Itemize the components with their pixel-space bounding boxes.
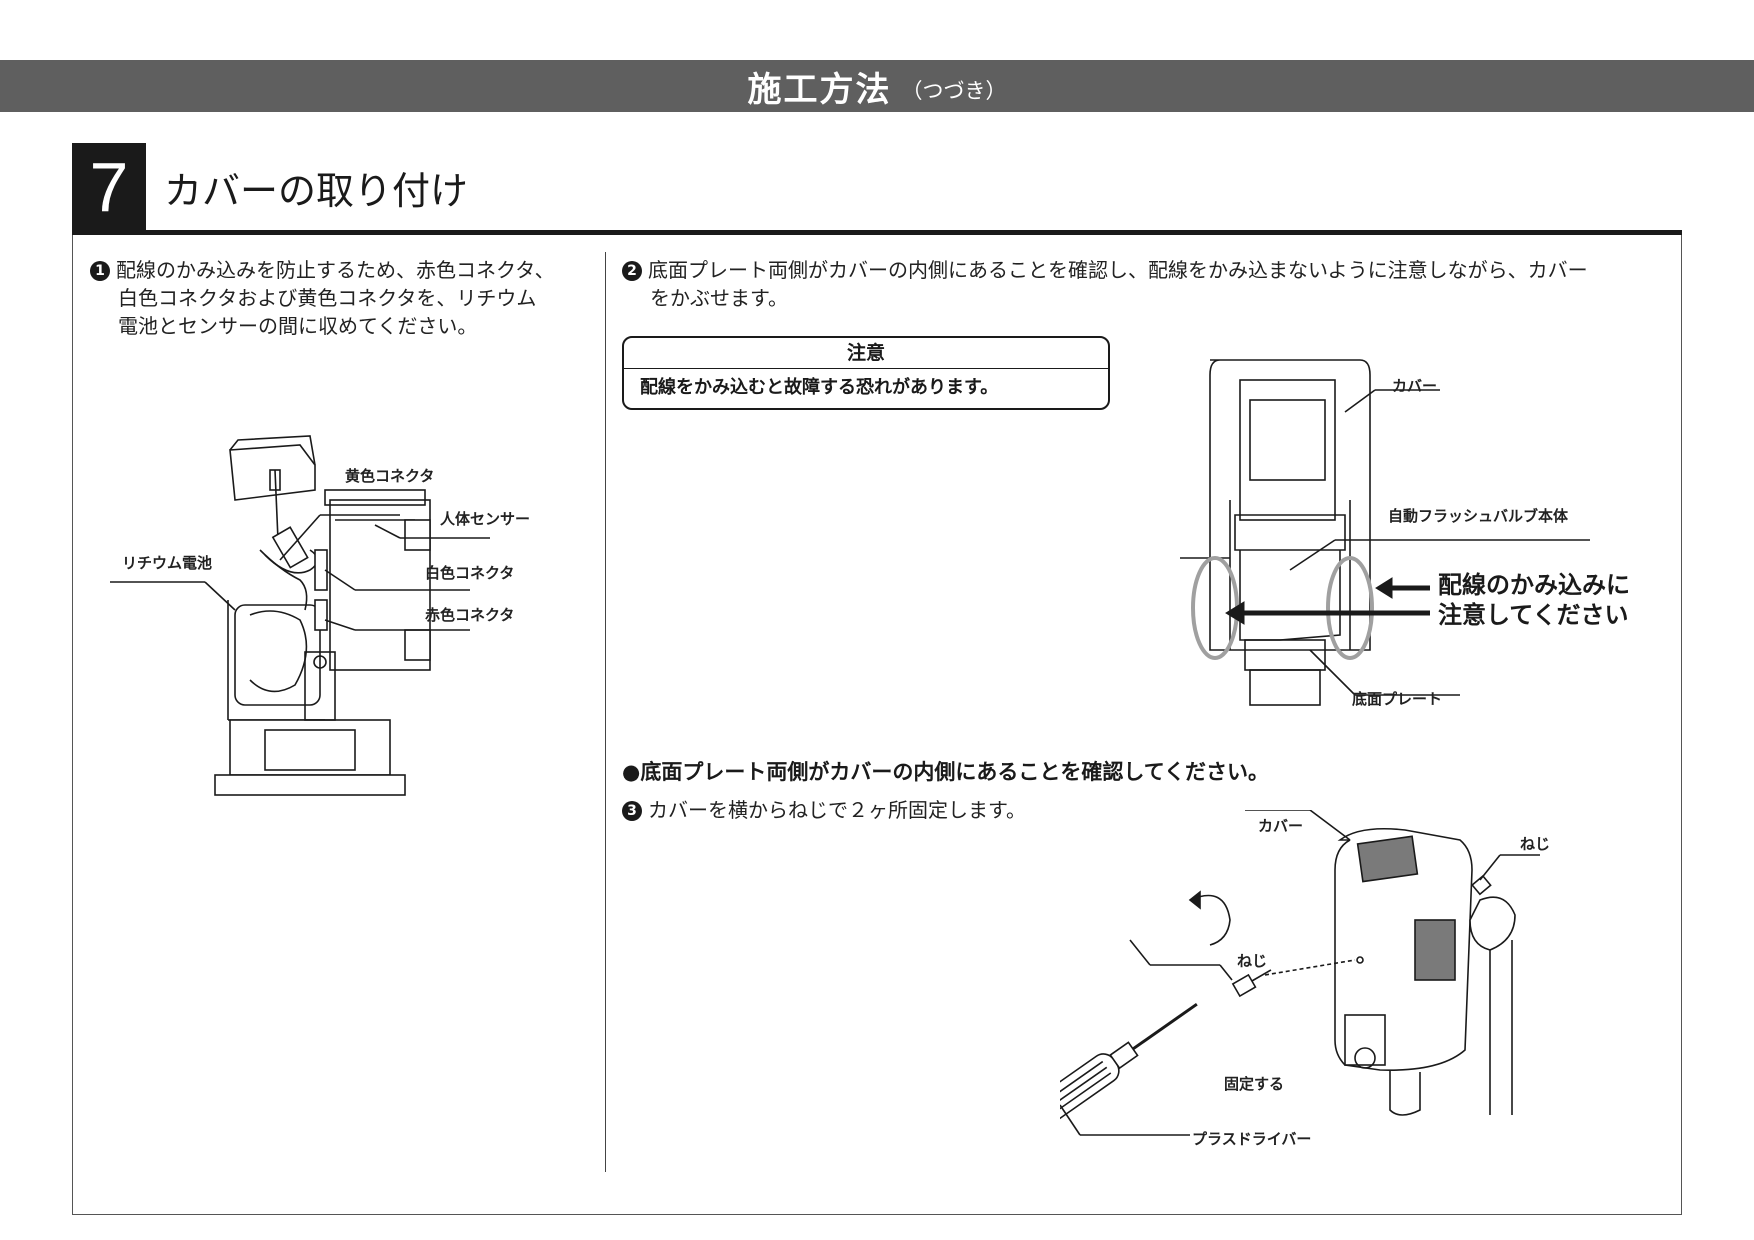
screw-fixing-figure [1060,810,1540,1136]
label-screw-right: ねじ [1520,835,1551,853]
label-cover-fig3: カバー [1258,817,1304,835]
step3-text: カバーを横からねじで２ヶ所固定します。 [648,798,1026,822]
caution-heading: 注意 [624,338,1108,369]
label-red-connector: 赤色コネクタ [425,606,515,624]
banner-subtitle: （つづき） [901,79,1007,103]
step2-instruction: 2 底面プレート両側がカバーの内側にあることを確認し、配線をかみ込まないように注意… [622,256,1672,312]
label-bottom-plate: 底面プレート [1352,690,1443,708]
step1-instruction: 1 配線のかみ込みを防止するため、赤色コネクタ、 白色コネクタおよび黄色コネクタを… [90,256,590,340]
step-title-rule [72,230,1682,235]
caution-box: 注意 配線をかみ込むと故障する恐れがあります。 [622,336,1110,410]
banner-title: 施工方法 [747,69,892,110]
cover-cross-section-figure [1180,359,1590,706]
step3-instruction: 3 カバーを横からねじで２ヶ所固定します。 [622,796,1122,824]
step1-line2: 白色コネクタおよび黄色コネクタを、リチウム [118,286,537,310]
step2-marker: 2 [622,261,642,281]
frame-right-border [1681,235,1682,1215]
step2-line2: をかぶせます。 [650,286,788,310]
confirmation-note: ●底面プレート両側がカバーの内側にあることを確認してください。 [622,760,1270,784]
column-divider [605,252,606,1172]
step3-marker: 3 [622,801,642,821]
step-title: カバーの取り付け [164,169,469,213]
connector-layout-figure [110,435,490,796]
label-human-sensor: 人体センサー [440,510,531,528]
step2-line1: 底面プレート両側がカバーの内側にあることを確認し、配線をかみ込まないように注意し… [648,258,1588,282]
step1-line1: 配線のかみ込みを防止するため、赤色コネクタ、 [116,258,555,282]
label-flush-valve-body: 自動フラッシュバルブ本体 [1388,507,1569,525]
warning-line1: 配線のかみ込みに [1438,571,1630,599]
frame-bottom-border [72,1214,1682,1215]
warning-line2: 注意してください [1438,601,1629,629]
caution-text: 配線をかみ込むと故障する恐れがあります。 [640,377,999,398]
label-lithium-battery: リチウム電池 [122,554,213,572]
step1-line3: 電池とセンサーの間に収めてください。 [118,314,478,338]
step-number-box: 7 [72,143,146,231]
step1-marker: 1 [90,261,110,281]
label-cover: カバー [1392,377,1438,395]
label-screwdriver: プラスドライバー [1192,1130,1312,1148]
frame-left-border [72,235,73,1215]
label-screw-left: ねじ [1237,952,1268,970]
section-banner: 施工方法 （つづき） [0,60,1754,112]
label-white-connector: 白色コネクタ [425,564,515,582]
label-yellow-connector: 黄色コネクタ [345,467,435,485]
label-fix: 固定する [1224,1075,1285,1093]
